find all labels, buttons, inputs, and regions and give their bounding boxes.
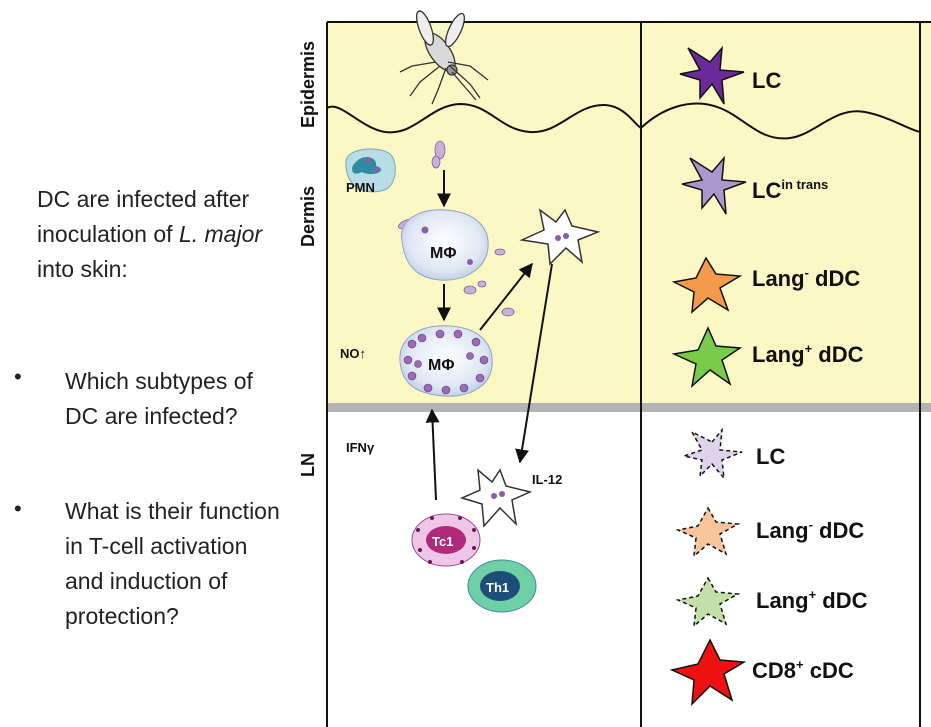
legend-lang-plus-ddc: Lang+ dDC	[752, 341, 864, 367]
label-macrophage: MΦ	[430, 245, 456, 262]
label-epidermis: Epidermis	[298, 41, 318, 128]
label-no: NO↑	[340, 346, 366, 361]
ln-dc-cell	[459, 468, 533, 528]
legend-ln-lang-plus-ddc: Lang+ dDC	[756, 587, 868, 613]
mosquito-icon	[399, 10, 489, 105]
legend-ln-lc-icon	[681, 427, 743, 481]
legend-lang-plus-ddc-icon	[671, 326, 743, 389]
legend-lc-in-trans-icon	[681, 155, 747, 215]
label-pmn: PMN	[346, 180, 375, 195]
label-macrophage: MΦ	[428, 357, 454, 374]
label-il12: IL-12	[532, 472, 562, 487]
legend-lang-minus-ddc: Lang- dDC	[752, 265, 860, 291]
left-text-panel: DC are infected after inoculation of L. …	[0, 0, 300, 727]
legend-ln-lang-minus-ddc: Lang- dDC	[756, 517, 864, 543]
bullet-marker: •	[14, 364, 22, 389]
legend-ln-lc: LC	[756, 444, 785, 469]
label-ln: LN	[298, 453, 318, 477]
question-2: What is their function in T-cell activat…	[65, 498, 280, 629]
legend-cd8-cdc: CD8+ cDC	[752, 657, 854, 683]
legend-cd8-cdc-icon	[669, 638, 747, 706]
flow-arrows	[425, 170, 553, 501]
legend-ln-lang-plus-ddc-icon	[675, 576, 741, 628]
label-dermis: Dermis	[298, 186, 318, 247]
legend-lc: LC	[752, 68, 781, 93]
legend-ln-lang-minus-ddc-icon	[675, 506, 741, 558]
legend-lang-minus-ddc-icon	[671, 256, 743, 314]
macrophage-2: MΦ	[399, 325, 493, 397]
question-1: Which subtypes of DC are infected?	[65, 368, 253, 429]
th1-cell: Th1	[467, 559, 537, 613]
label-th1: Th1	[486, 580, 509, 595]
label-ifn: IFNγ	[346, 440, 375, 455]
dermal-dc-cell	[519, 208, 601, 266]
tc1-cell: Tc1	[411, 513, 481, 567]
intro-paragraph: DC are infected after inoculation of L. …	[37, 186, 263, 282]
legend-lc-icon	[679, 45, 745, 105]
bullet-marker: •	[14, 496, 22, 521]
macrophage-1: MΦ	[401, 209, 489, 281]
label-tc1: Tc1	[432, 534, 453, 549]
species-name: L. major	[178, 221, 263, 247]
pmn-cell: PMN	[345, 148, 396, 195]
skin-ln-divider	[327, 403, 931, 412]
legend-lc-in-trans: LCin trans	[752, 177, 828, 203]
ln-region	[327, 409, 931, 727]
epidermis-boundary	[326, 102, 921, 140]
